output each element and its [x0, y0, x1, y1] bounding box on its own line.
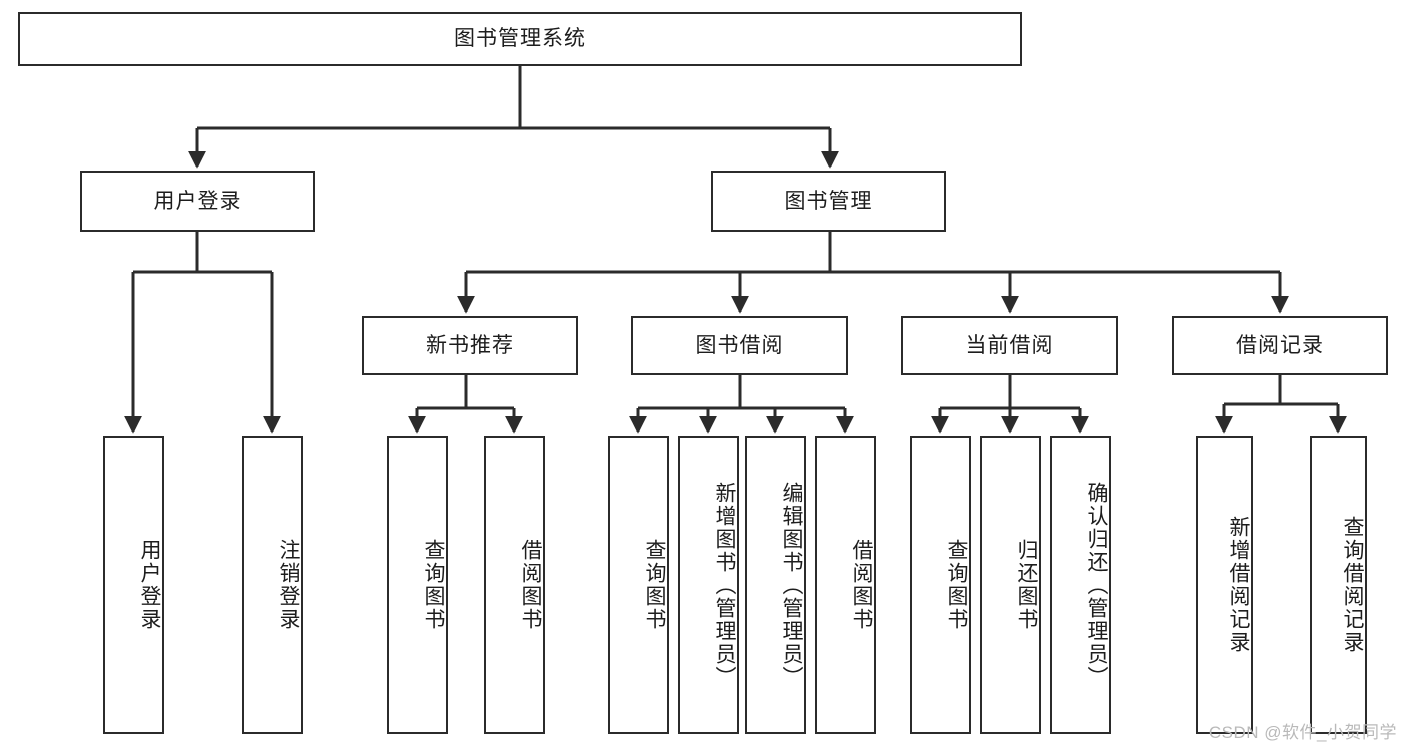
node-leaf-user-login-label: 用户登录: [138, 539, 161, 631]
node-borrow-record-label: 借阅记录: [1236, 333, 1324, 357]
node-root-label: 图书管理系统: [454, 27, 586, 51]
node-leaf-borrow-book-2[interactable]: 借阅图书: [815, 436, 876, 734]
node-leaf-logout-login-label: 注销登录: [277, 539, 300, 631]
node-leaf-add-book[interactable]: 新增图书（管理员）: [678, 436, 739, 734]
node-leaf-add-record[interactable]: 新增借阅记录: [1196, 436, 1253, 734]
node-leaf-borrow-book-1-label: 借阅图书: [519, 539, 542, 631]
node-user-login-label: 用户登录: [153, 189, 242, 213]
node-leaf-query-book-2[interactable]: 查询图书: [608, 436, 669, 734]
node-current-borrow-label: 当前借阅: [965, 333, 1054, 357]
node-leaf-borrow-book-2-label: 借阅图书: [850, 539, 873, 631]
node-root[interactable]: 图书管理系统: [18, 12, 1022, 66]
node-new-book-recommend-label: 新书推荐: [426, 333, 514, 357]
node-leaf-query-book-1-label: 查询图书: [422, 539, 445, 631]
node-borrow-record[interactable]: 借阅记录: [1172, 316, 1388, 375]
node-leaf-query-book-3-label: 查询图书: [945, 539, 968, 631]
node-leaf-return-book[interactable]: 归还图书: [980, 436, 1041, 734]
node-new-book-recommend[interactable]: 新书推荐: [362, 316, 578, 375]
node-leaf-query-record[interactable]: 查询借阅记录: [1310, 436, 1367, 734]
node-leaf-add-record-label: 新增借阅记录: [1227, 516, 1250, 654]
node-book-manage-label: 图书管理: [784, 189, 873, 213]
node-leaf-return-book-label: 归还图书: [1015, 539, 1038, 631]
node-leaf-user-login[interactable]: 用户登录: [103, 436, 164, 734]
node-leaf-logout-login[interactable]: 注销登录: [242, 436, 303, 734]
node-current-borrow[interactable]: 当前借阅: [901, 316, 1118, 375]
node-user-login[interactable]: 用户登录: [80, 171, 315, 232]
node-leaf-edit-book[interactable]: 编辑图书（管理员）: [745, 436, 806, 734]
node-leaf-query-book-1[interactable]: 查询图书: [387, 436, 448, 734]
node-book-borrow[interactable]: 图书借阅: [631, 316, 848, 375]
watermark: CSDN @软件_小贺同学: [1208, 723, 1397, 742]
node-book-borrow-label: 图书借阅: [695, 333, 784, 357]
node-leaf-query-book-2-label: 查询图书: [643, 539, 666, 631]
node-leaf-edit-book-label: 编辑图书（管理员）: [780, 481, 803, 689]
node-book-manage[interactable]: 图书管理: [711, 171, 946, 232]
node-leaf-query-record-label: 查询借阅记录: [1341, 516, 1364, 654]
node-leaf-add-book-label: 新增图书（管理员）: [713, 481, 736, 689]
node-leaf-confirm-return-label: 确认归还（管理员）: [1085, 481, 1108, 689]
node-leaf-query-book-3[interactable]: 查询图书: [910, 436, 971, 734]
node-leaf-borrow-book-1[interactable]: 借阅图书: [484, 436, 545, 734]
node-leaf-confirm-return[interactable]: 确认归还（管理员）: [1050, 436, 1111, 734]
